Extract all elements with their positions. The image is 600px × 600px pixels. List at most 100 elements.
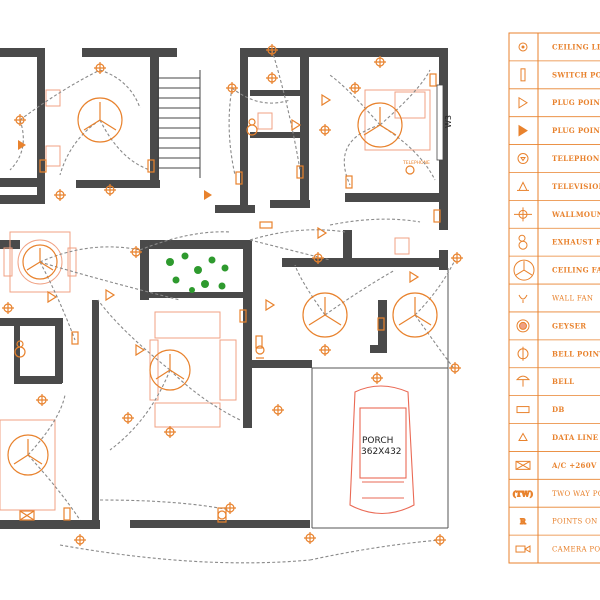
porch-label: PORCH bbox=[362, 436, 393, 446]
legend-row: SWITCH POINT bbox=[509, 60, 600, 82]
switch-point-icon bbox=[71, 331, 79, 345]
telephone-icon bbox=[405, 165, 415, 175]
ceiling-light-icon bbox=[14, 114, 26, 126]
two-way-icon: (TW) bbox=[512, 489, 534, 499]
porch-size: 362X432 bbox=[361, 447, 402, 457]
exhaust-fan-icon bbox=[14, 340, 26, 358]
ceiling-light-icon bbox=[36, 394, 48, 406]
legend-label: POINTS ON MAST bbox=[552, 518, 600, 526]
car-outline bbox=[349, 385, 415, 514]
data-line-icon bbox=[518, 432, 528, 441]
switch-point-icon bbox=[429, 73, 437, 87]
legend-row: BELL POINT bbox=[509, 339, 600, 361]
plug-point-icon bbox=[518, 96, 528, 109]
switch-point-icon bbox=[296, 165, 304, 179]
two-way-glyph: (TW) bbox=[513, 489, 534, 498]
ac-icon bbox=[19, 510, 35, 521]
ceiling-light-icon bbox=[164, 426, 176, 438]
staircase bbox=[157, 70, 201, 178]
plug-point-icon bbox=[291, 118, 302, 132]
legend-label: PLUG POINT bbox=[552, 126, 600, 135]
legend-label: A/C +260V bbox=[551, 461, 597, 470]
ac-icon bbox=[515, 460, 531, 470]
ceiling-light-icon bbox=[371, 372, 383, 384]
legend-row: CEILING LIGHT bbox=[518, 42, 600, 52]
ceiling-fan-icon bbox=[77, 97, 123, 143]
exhaust-fan-icon bbox=[246, 118, 258, 136]
camera-icon bbox=[515, 545, 531, 553]
ceiling-light-icon bbox=[304, 532, 316, 544]
switch-point-icon bbox=[345, 175, 353, 189]
ceiling-light-icon bbox=[349, 82, 361, 94]
legend-row: R POINTS ON MAST bbox=[509, 506, 600, 527]
legend-row: DATA LINE bbox=[509, 423, 600, 442]
legend-label: PLUG POINT bbox=[552, 98, 600, 107]
plug-point-icon bbox=[317, 226, 328, 240]
legend-label: WALL FAN bbox=[552, 295, 593, 303]
switch-point-icon bbox=[255, 335, 263, 349]
ceiling-light-icon bbox=[272, 404, 284, 416]
geyser-icon bbox=[516, 319, 530, 333]
ceiling-light-icon bbox=[266, 44, 278, 56]
window-label: W3 bbox=[444, 115, 453, 128]
ceiling-lights bbox=[2, 44, 463, 546]
legend-label: TELEVISION bbox=[552, 182, 600, 191]
ceiling-fan-icon bbox=[7, 434, 49, 476]
plug-point-filled-icon bbox=[204, 190, 212, 200]
switch-point-icon bbox=[377, 317, 385, 331]
walls: W3 bbox=[0, 48, 453, 529]
ceiling-light-icon bbox=[74, 534, 86, 546]
plug-point-icon bbox=[321, 93, 332, 107]
legend: CEILING LIGHT SWITCH POINT PLUG POINT PLUG … bbox=[508, 32, 600, 564]
legend-label: EXHAUST FAN bbox=[552, 238, 600, 247]
switch-point-icon bbox=[147, 159, 155, 173]
legend-row: EXHAUST FAN bbox=[509, 227, 600, 250]
legend-label: TELEPHONE bbox=[552, 154, 600, 163]
switch-point-icon bbox=[520, 68, 526, 82]
telephone-small-label: TELEPHONE bbox=[402, 160, 430, 166]
ceiling-fans bbox=[7, 97, 438, 476]
wall-fan-icon bbox=[255, 345, 265, 359]
mast-glyph: R bbox=[520, 517, 526, 526]
ceiling-fan-icon bbox=[302, 292, 348, 338]
courtyard-plants bbox=[166, 252, 229, 293]
legend-row: GEYSER bbox=[509, 311, 600, 333]
legend-row: CEILING FAN bbox=[509, 255, 600, 281]
legend-row: WALL FAN bbox=[509, 283, 600, 303]
legend-row: TELEVISION bbox=[509, 172, 600, 191]
ceiling-light-icon bbox=[451, 252, 463, 264]
ceiling-fan-icon bbox=[392, 292, 438, 338]
bell-point-icon bbox=[217, 507, 227, 523]
switch-point-icon bbox=[239, 309, 247, 323]
switch-point-icon bbox=[63, 507, 71, 521]
ceiling-light-icon bbox=[434, 534, 446, 546]
ceiling-light-icon bbox=[130, 246, 142, 258]
legend-label: WALLMOUNT bbox=[551, 210, 600, 219]
legend-row: PLUG POINT bbox=[509, 116, 600, 137]
ceiling-light-icon bbox=[122, 412, 134, 424]
legend-row: DB bbox=[509, 395, 600, 414]
ceiling-light-icon bbox=[312, 252, 324, 264]
ceiling-light-icon bbox=[449, 362, 461, 374]
ceiling-light-icon bbox=[226, 82, 238, 94]
exhaust-fan-icon bbox=[518, 234, 528, 250]
ceiling-fan-icon bbox=[513, 259, 535, 281]
ceiling-light-icon bbox=[94, 62, 106, 74]
plug-point-icon bbox=[409, 270, 420, 284]
plug-point-filled-icon bbox=[518, 124, 528, 137]
legend-label: CEILING FAN bbox=[552, 266, 600, 275]
plug-point-icon bbox=[105, 288, 116, 302]
ceiling-light-icon bbox=[319, 124, 331, 136]
ceiling-light-icon bbox=[319, 344, 331, 356]
legend-label: CEILING LIGHT bbox=[552, 42, 600, 51]
legend-row: BELL bbox=[509, 367, 600, 387]
bell-point-icon bbox=[517, 346, 529, 361]
wallmount-icon bbox=[514, 207, 532, 222]
plug-point-icon bbox=[47, 290, 58, 304]
bells-and-misc bbox=[14, 118, 415, 523]
plug-point-filled-icon bbox=[18, 140, 26, 150]
ceiling-light-icon bbox=[266, 72, 278, 84]
switch-point-icon bbox=[235, 171, 243, 185]
legend-row: WALLMOUNT bbox=[509, 199, 600, 222]
